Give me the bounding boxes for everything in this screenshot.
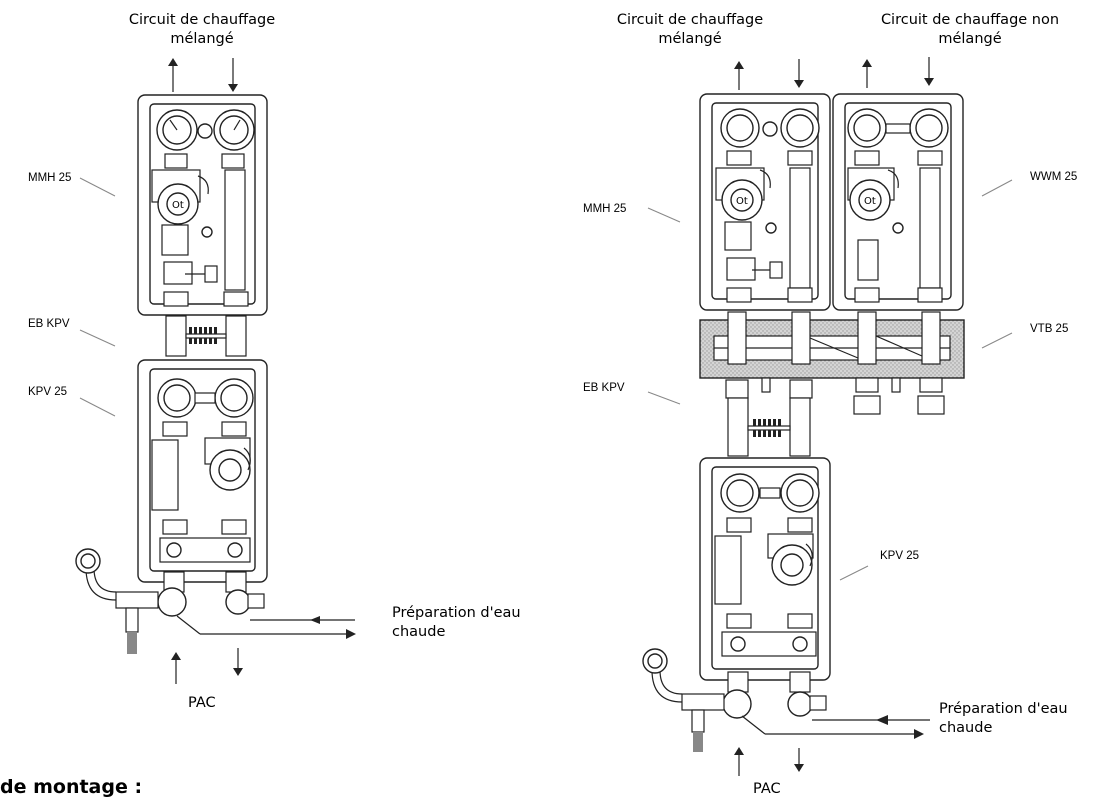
left-dhw-label-line2: chaude bbox=[392, 624, 446, 640]
left-supply-arrow bbox=[168, 58, 178, 92]
right-mixed-supply-arrow bbox=[734, 61, 744, 90]
left-eb-label: EB KPV bbox=[28, 318, 70, 330]
right-vtb-label: VTB 25 bbox=[1030, 323, 1069, 335]
right-unmixed-supply-arrow bbox=[862, 59, 872, 88]
right-top-label-mixed: Circuit de chauffage mélangé bbox=[605, 11, 775, 49]
right-unmixed-return-arrow bbox=[924, 57, 934, 86]
right-top-label-mixed-line1: Circuit de chauffage bbox=[616, 12, 764, 28]
right-dhw-label-line2: chaude bbox=[939, 720, 993, 736]
svg-text:Ot: Ot bbox=[864, 196, 876, 207]
left-dhw-label: Préparation d'eau chaude bbox=[392, 604, 521, 642]
left-bottom-piping bbox=[75, 548, 356, 684]
right-assembly: Ot Ot bbox=[642, 57, 1013, 776]
left-top-label-line2: mélangé bbox=[170, 31, 234, 47]
right-mmh-module: Ot bbox=[699, 93, 831, 311]
left-pac-label: PAC bbox=[188, 695, 216, 711]
right-wwm-module: Ot bbox=[832, 93, 964, 311]
svg-text:Ot: Ot bbox=[736, 196, 748, 207]
svg-text:Ot: Ot bbox=[172, 200, 184, 211]
right-top-label-unmixed: Circuit de chauffage non mélangé bbox=[860, 11, 1080, 49]
right-dhw-label: Préparation d'eau chaude bbox=[939, 700, 1068, 738]
right-eb-label: EB KPV bbox=[583, 382, 625, 394]
left-top-label-line1: Circuit de chauffage bbox=[128, 12, 276, 28]
right-kpv-module bbox=[699, 457, 831, 681]
left-assembly: Ot bbox=[75, 58, 356, 684]
right-bottom-piping bbox=[642, 648, 930, 776]
left-return-arrow bbox=[228, 58, 238, 92]
right-pac-label: PAC bbox=[753, 781, 781, 797]
right-dhw-label-line1: Préparation d'eau bbox=[939, 701, 1068, 717]
left-kpv-label: KPV 25 bbox=[28, 386, 67, 398]
right-top-label-unmixed-line1: Circuit de chauffage non bbox=[880, 12, 1060, 28]
left-top-label: Circuit de chauffage mélangé bbox=[112, 11, 292, 49]
left-kpv-module bbox=[137, 359, 268, 583]
left-dhw-label-line1: Préparation d'eau bbox=[392, 605, 521, 621]
right-kpv-label: KPV 25 bbox=[880, 550, 919, 562]
right-mmh-label: MMH 25 bbox=[583, 203, 627, 215]
right-eb-connector bbox=[727, 397, 811, 457]
footer-heading: de montage : bbox=[0, 776, 143, 798]
left-mmh-label: MMH 25 bbox=[28, 172, 72, 184]
right-top-label-mixed-line2: mélangé bbox=[658, 31, 722, 47]
right-top-label-unmixed-line2: mélangé bbox=[938, 31, 1002, 47]
left-eb-connector bbox=[165, 315, 247, 357]
left-mmh-module: Ot bbox=[137, 94, 268, 316]
right-vtb-manifold bbox=[699, 311, 965, 415]
right-wwm-label: WWM 25 bbox=[1030, 171, 1078, 183]
right-mixed-return-arrow bbox=[794, 59, 804, 88]
